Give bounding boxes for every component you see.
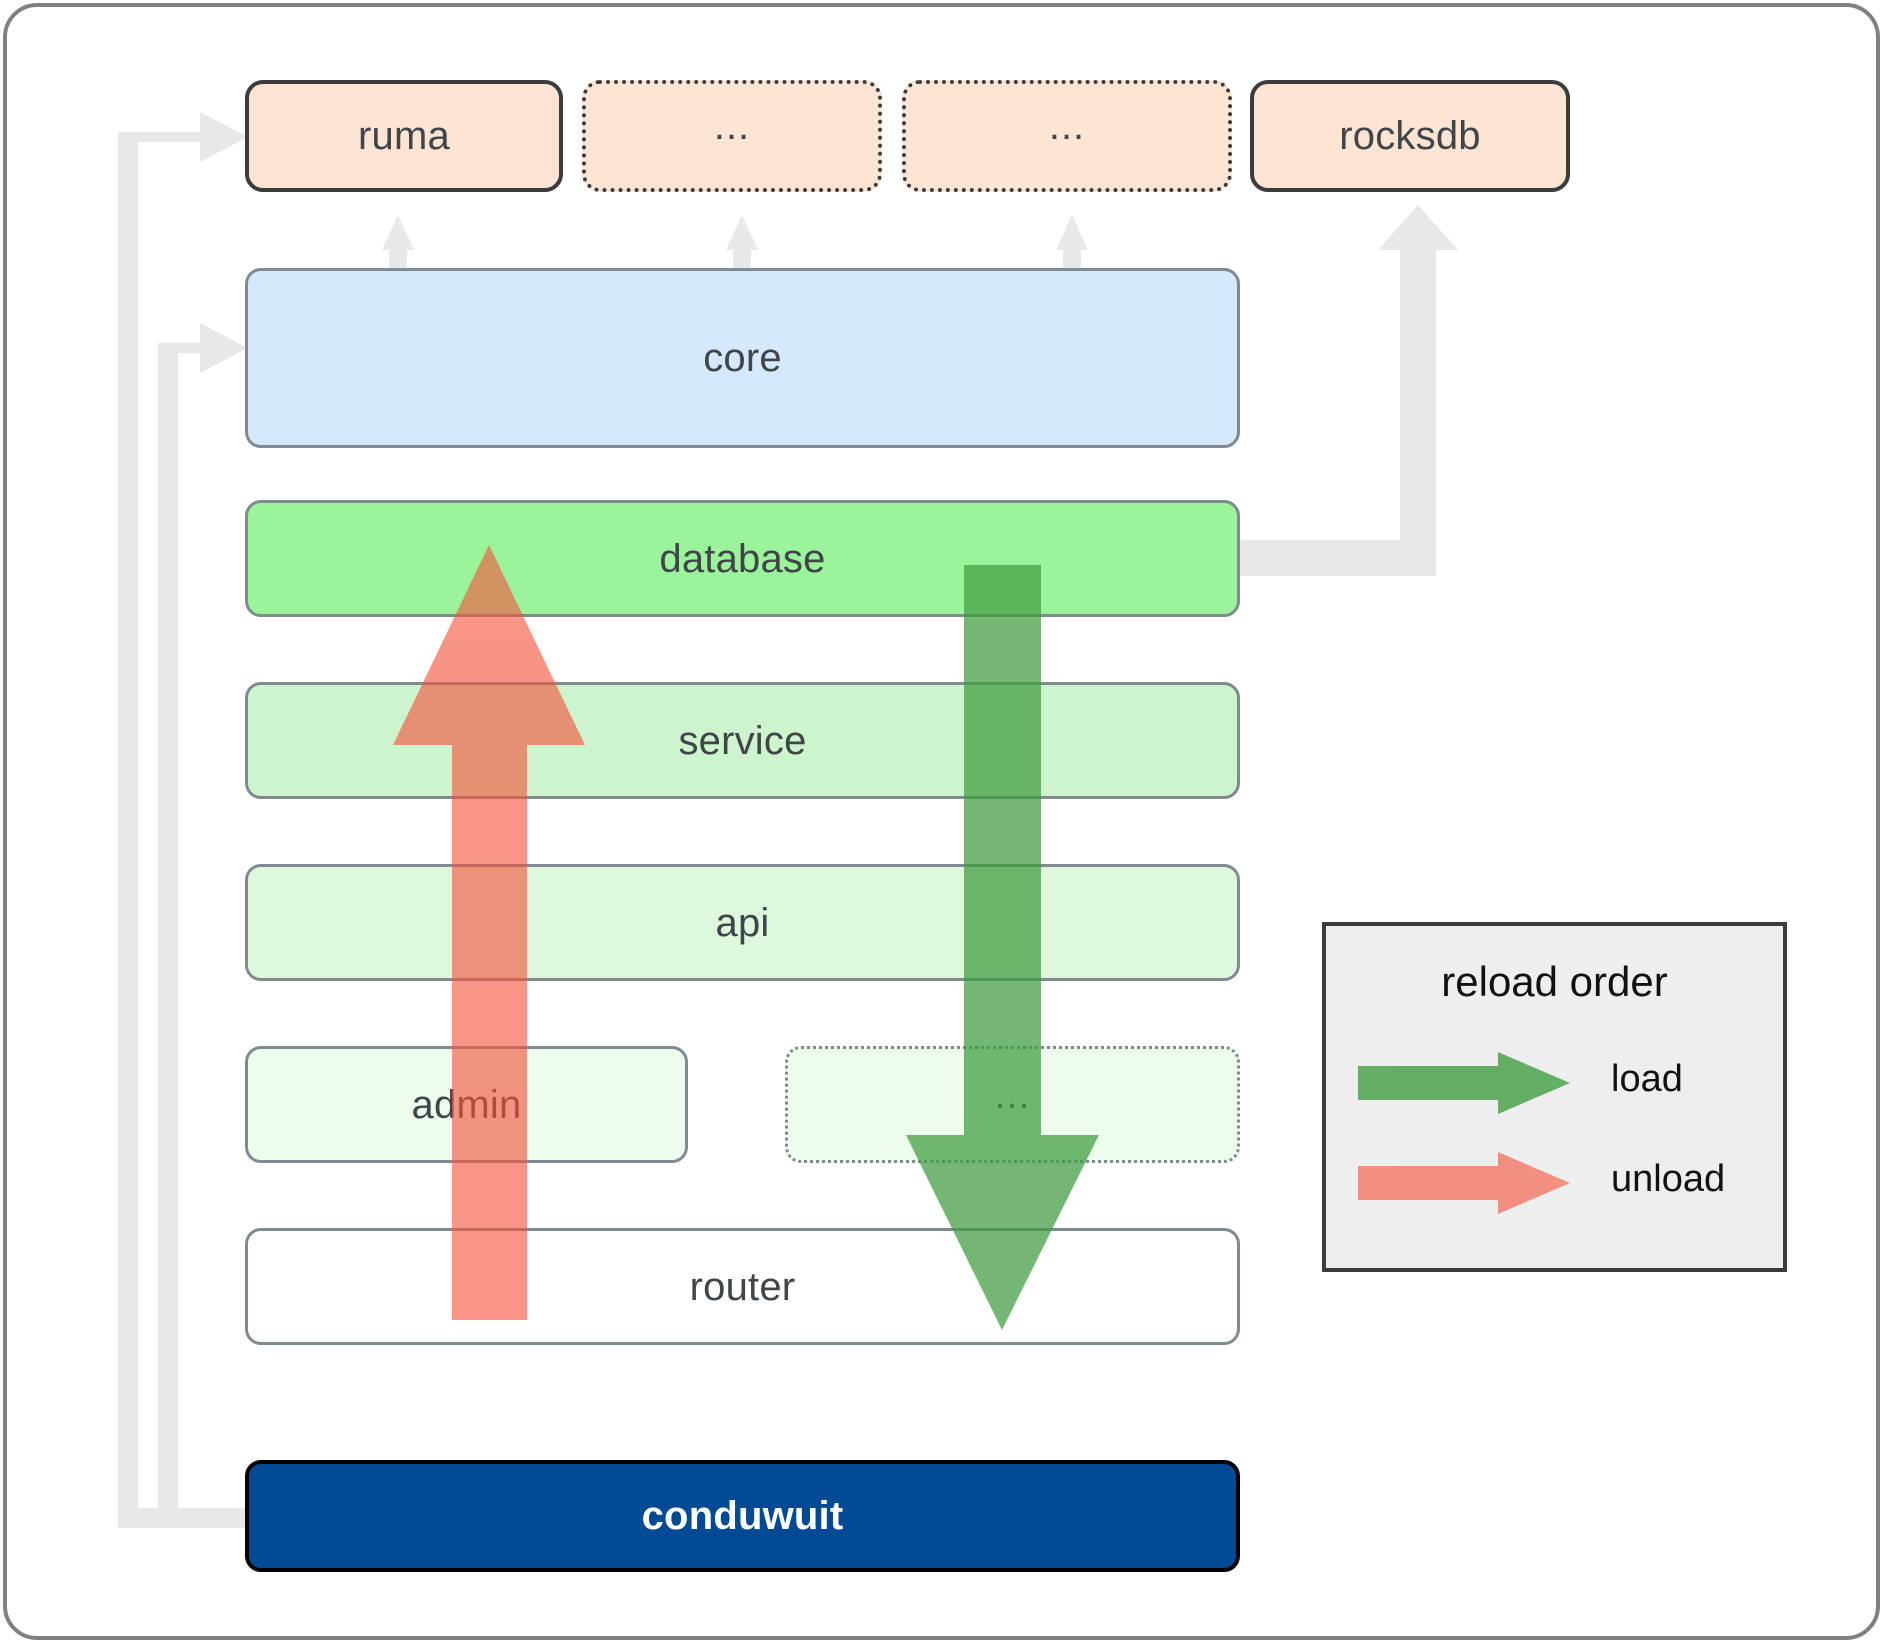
connector-conduwuit-to-ruma <box>118 112 248 1528</box>
layer-label-service: service <box>678 718 807 763</box>
legend-row-unload: unload <box>1326 1138 1783 1228</box>
layer-label-api: api <box>715 900 770 945</box>
legend-label-load: load <box>1611 1058 1683 1100</box>
dependency-box-rocksdb[interactable]: rocksdb <box>1250 80 1570 192</box>
connector-core-to-dep2 <box>726 215 758 268</box>
root-box-conduwuit[interactable]: conduwuit <box>245 1460 1240 1572</box>
layer-label-database: database <box>659 536 826 581</box>
layer-box-api[interactable]: api <box>245 864 1240 981</box>
connector-conduwuit-to-core <box>158 323 248 1528</box>
root-label-conduwuit: conduwuit <box>641 1494 844 1538</box>
dependency-box-ruma[interactable]: ruma <box>245 80 563 192</box>
legend-swatch-unload <box>1358 1152 1570 1214</box>
layer-box-router[interactable]: router <box>245 1228 1240 1345</box>
layer-box-core[interactable]: core <box>245 268 1240 448</box>
unload-arrow <box>393 545 585 1320</box>
load-arrow <box>906 565 1099 1330</box>
dependency-box-ellipsis-2[interactable]: ... <box>902 80 1232 192</box>
layer-box-database[interactable]: database <box>245 500 1240 617</box>
legend-row-load: load <box>1326 1038 1783 1128</box>
connector-database-to-rocksdb <box>1240 205 1458 576</box>
dependency-label-rocksdb: rocksdb <box>1339 114 1481 158</box>
layer-label-core: core <box>703 336 782 380</box>
legend-label-unload: unload <box>1611 1158 1726 1200</box>
legend: reload order load unload <box>1322 922 1787 1272</box>
layer-label-router: router <box>689 1264 796 1309</box>
connector-core-to-ruma <box>382 215 414 268</box>
legend-swatch-load <box>1358 1052 1570 1114</box>
dependency-box-ellipsis-1[interactable]: ... <box>582 80 882 192</box>
dependency-label-ruma: ruma <box>358 114 450 158</box>
legend-title: reload order <box>1441 958 1668 1005</box>
connector-core-to-dep3 <box>1056 215 1088 268</box>
